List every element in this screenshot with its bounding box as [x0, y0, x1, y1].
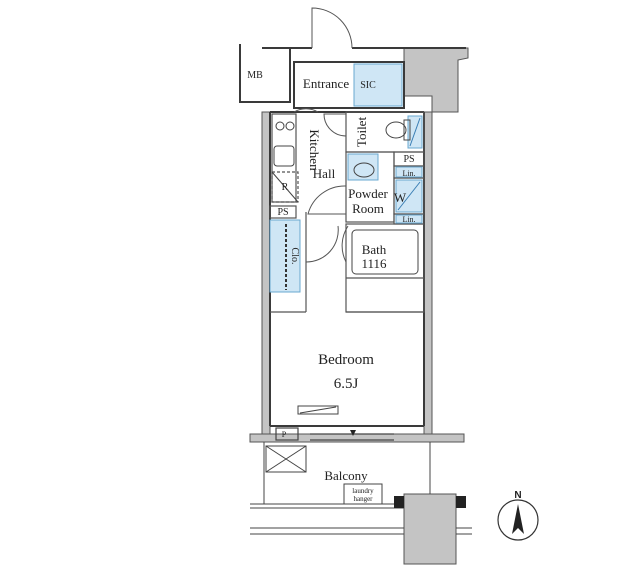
- label-refrigerator: R: [282, 182, 289, 193]
- compass-circle: [497, 499, 539, 541]
- fixtures: [265, 117, 421, 473]
- compass: N: [497, 490, 539, 541]
- label-mb: MB: [247, 70, 263, 81]
- label-sic: SIC: [360, 80, 376, 91]
- toilet-storage-line: [409, 117, 421, 147]
- label-closet: Clo.: [289, 248, 300, 265]
- label-washer: W: [394, 190, 407, 205]
- doors: [293, 7, 353, 263]
- partitions: [269, 111, 425, 313]
- compass-arrow-icon: [512, 504, 524, 534]
- balcony: [250, 442, 472, 535]
- fridge-cross-1: [271, 171, 299, 203]
- entrance-door-arc: [311, 7, 353, 49]
- grey-block-balcony-right: [403, 493, 457, 565]
- basin-icon: [353, 162, 375, 178]
- powder-door-arc: [307, 185, 347, 215]
- structure-blocks: [249, 47, 469, 565]
- label-bedroom: Bedroom: [318, 352, 374, 368]
- label-lin-top: Lin.: [402, 169, 415, 178]
- rail-post-left: [394, 496, 404, 508]
- label-bath: Bath: [362, 242, 387, 257]
- label-laundry-1: laundry: [352, 487, 374, 495]
- toilet-door-arc: [323, 113, 347, 137]
- label-balcony: Balcony: [324, 468, 368, 483]
- ps-left-box: [269, 205, 297, 219]
- label-entrance: Entrance: [303, 76, 349, 91]
- window-marker-icon: [350, 430, 356, 436]
- entrance-wall: [293, 61, 405, 109]
- toilet-tank-icon: [403, 119, 411, 141]
- sink-icon: [273, 145, 295, 167]
- label-bath-size: 1116: [361, 256, 387, 271]
- label-powder-room-1: Powder: [348, 186, 388, 201]
- toilet-bowl-icon: [385, 121, 407, 139]
- lin-top-storage: [395, 166, 423, 178]
- washer-line: [397, 181, 421, 211]
- burner-2-icon: [285, 121, 295, 131]
- label-laundry-2: hanger: [353, 495, 373, 503]
- pipe-box: [275, 427, 299, 441]
- grey-block-right-wall: [423, 111, 433, 435]
- ac-unit-line: [299, 406, 337, 414]
- rail-post-right: [456, 496, 466, 508]
- grey-block-top-right: [403, 47, 469, 113]
- burner-1-icon: [275, 121, 285, 131]
- fridge-box: [271, 171, 299, 203]
- label-ps-left: PS: [277, 207, 288, 218]
- label-bedroom-size: 6.5J: [334, 376, 359, 392]
- label-kitchen: Kitchen: [307, 129, 322, 171]
- label-hall: Hall: [313, 166, 336, 181]
- kitchen-door-arc: [293, 108, 319, 113]
- compass-north-label: N: [514, 490, 521, 501]
- outdoor-unit-x2: [265, 445, 307, 473]
- bedroom-door-arc: [305, 225, 339, 263]
- laundry-hanger-box: [343, 483, 383, 505]
- outdoor-unit-icon: [265, 445, 307, 473]
- label-toilet: Toilet: [354, 117, 369, 148]
- lin-bottom-storage: [395, 214, 423, 224]
- bath-door-arc: [341, 225, 349, 263]
- sic-storage: [353, 63, 403, 107]
- ac-unit-icon: [297, 405, 339, 415]
- bathtub-icon: [351, 229, 419, 275]
- label-pipe-space: P: [282, 430, 287, 439]
- label-powder-room-2: Room: [352, 201, 384, 216]
- grey-block-left-wall: [261, 111, 271, 435]
- mb-wall: [239, 44, 291, 103]
- label-ps-top: PS: [403, 154, 414, 165]
- label-lin-bottom: Lin.: [402, 215, 415, 224]
